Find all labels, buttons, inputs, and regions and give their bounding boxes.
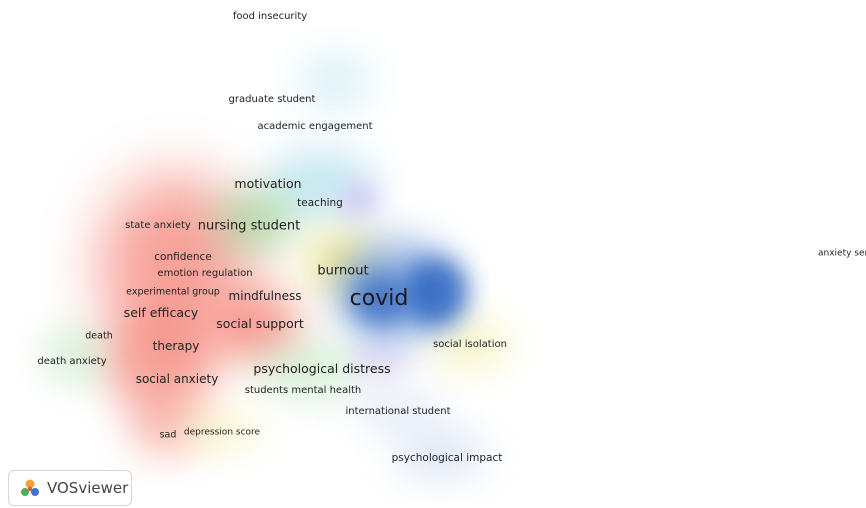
vosviewer-logo-icon <box>21 479 39 496</box>
term-death[interactable]: death <box>85 330 113 342</box>
density-blobs <box>45 54 510 477</box>
term-motivation[interactable]: motivation <box>234 175 302 191</box>
term-social-isolation[interactable]: social isolation <box>433 339 507 350</box>
term-food-insecurity[interactable]: food insecurity <box>232 11 308 22</box>
term-anxiety-sensitivity[interactable]: anxiety sensitivity <box>818 248 866 259</box>
term-social-support[interactable]: social support <box>216 315 304 331</box>
term-experimental-group[interactable]: experimental group <box>126 286 220 298</box>
term-death-anxiety[interactable]: death anxiety <box>37 356 107 367</box>
term-students-mental-health[interactable]: students mental health <box>244 385 362 396</box>
term-self-efficacy[interactable]: self efficacy <box>123 304 199 320</box>
term-international-student[interactable]: international student <box>345 406 451 417</box>
term-nursing-student[interactable]: nursing student <box>197 218 301 234</box>
term-emotion-regulation[interactable]: emotion regulation <box>157 268 253 279</box>
vosviewer-logo-label: VOSviewer <box>47 479 129 497</box>
term-psychological-distress[interactable]: psychological distress <box>253 360 391 376</box>
term-social-anxiety[interactable]: social anxiety <box>135 372 219 386</box>
term-teaching[interactable]: teaching <box>297 196 343 209</box>
term-state-anxiety[interactable]: state anxiety <box>125 220 191 231</box>
term-burnout[interactable]: burnout <box>317 263 369 279</box>
term-confidence[interactable]: confidence <box>154 250 212 263</box>
term-sad[interactable]: sad <box>159 429 177 441</box>
term-depression-score[interactable]: depression score <box>183 427 261 438</box>
term-covid[interactable]: covid <box>349 286 409 311</box>
term-therapy[interactable]: therapy <box>152 339 200 353</box>
vosviewer-logo[interactable]: VOSviewer <box>8 470 132 506</box>
term-psychological-impact[interactable]: psychological impact <box>391 451 503 464</box>
term-academic-engagement[interactable]: academic engagement <box>257 121 373 132</box>
term-graduate-student[interactable]: graduate student <box>228 94 316 105</box>
term-mindfulness[interactable]: mindfulness <box>228 289 302 303</box>
